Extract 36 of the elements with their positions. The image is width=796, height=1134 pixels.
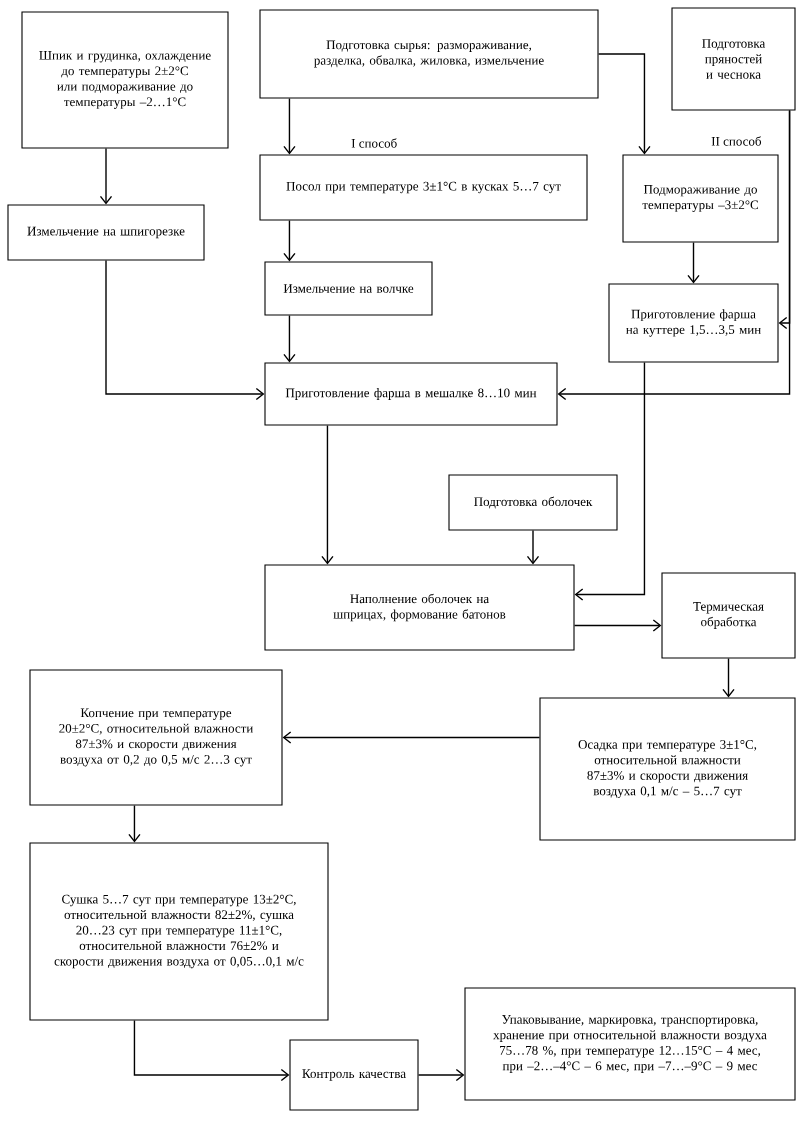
arrow xyxy=(526,529,540,565)
process-box: Подготовка оболочек xyxy=(448,474,618,531)
arrow xyxy=(283,219,296,262)
process-box: Подмораживание до температуры –3±2°С xyxy=(622,154,779,243)
process-box: Копчение при температуре 20±2°С, относительной влажности 87±3% и скорости движения воздуха от 0,2 до 0,5 м/с 2…3 сут xyxy=(29,669,283,806)
process-box: Контроль качества xyxy=(289,1039,419,1111)
process-box: Приготовление фарша в мешалке 8…10 мин xyxy=(264,362,558,426)
process-box: Наполнение оболочек на шприцах, формование батонов xyxy=(264,564,575,651)
arrow xyxy=(597,53,651,155)
process-box: Приготовление фарша на куттере 1,5…3,5 мин xyxy=(608,283,779,363)
process-box: Осадка при температуре 3±1°С, относительной влажности 87±3% и скорости движения воздуха 0,1 м/с – 5…7 сут xyxy=(539,697,796,841)
process-box: Сушка 5…7 сут при температуре 13±2°С, относительной влажности 82±2%, сушка 20…23 сут при температуре 11±1°С, относительной влажности 76±2% и скорости движения воздуха от 0,05…0,1 м/с xyxy=(29,842,329,1021)
arrow xyxy=(687,241,700,284)
process-box: Термическая обработка xyxy=(661,572,796,659)
process-box: Подготовка сырья: размораживание, разделка, обвалка, жиловка, измельчение xyxy=(259,9,599,99)
method-label: I способ xyxy=(351,138,397,148)
arrow xyxy=(321,424,334,565)
method-label: II способ xyxy=(711,136,762,146)
process-box: Посол при температуре 3±1°С в кусках 5…7 сут xyxy=(259,154,588,221)
arrow xyxy=(557,109,791,401)
arrow xyxy=(105,259,265,401)
arrow xyxy=(128,804,141,843)
process-box: Подготовка пряностей и чеснока xyxy=(671,7,796,111)
arrow xyxy=(133,1019,290,1082)
process-box: Измельчение на шпигорезке xyxy=(7,204,205,261)
arrow xyxy=(722,657,735,698)
process-box: Измельчение на волчке xyxy=(264,261,433,316)
process-box: Упаковывание, маркировка, транспортировка, хранение при относительной влажности воздуха 75…78 %, при температуре 12…15°С – 4 мес, при –2…–4°С – 6 мес, при –7…–9°С – 9 мес xyxy=(464,987,796,1101)
arrow xyxy=(283,97,296,155)
process-box: Шпик и грудинка, охлаждение до температуры 2±2°С или подмораживание до температуры –2…1°С xyxy=(21,11,229,149)
arrow xyxy=(417,1068,465,1082)
arrow xyxy=(283,314,296,363)
arrow xyxy=(574,361,646,601)
arrow xyxy=(573,619,662,632)
arrow xyxy=(99,147,113,205)
arrow xyxy=(282,731,541,744)
